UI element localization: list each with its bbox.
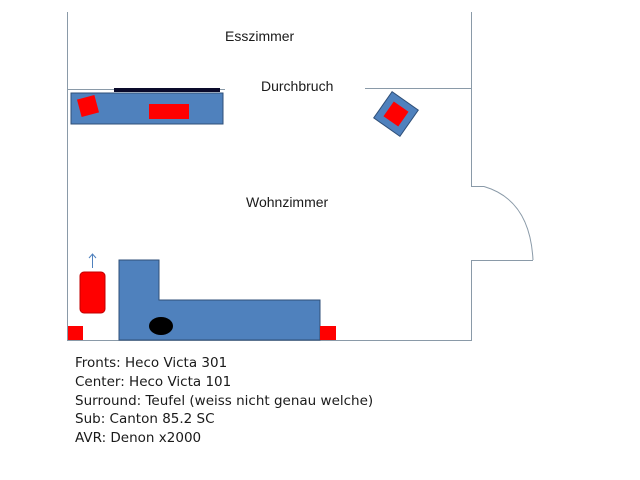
equipment-fronts: Fronts: Heco Victa 301 (75, 355, 228, 371)
equipment-surround: Surround: Teufel (weiss nicht genau welc… (75, 392, 374, 409)
arrow-up-icon (88, 253, 97, 268)
room-label-dining: Esszimmer (225, 28, 295, 44)
equipment-center: Center: Heco Victa 101 (75, 373, 232, 390)
tv (114, 88, 220, 92)
equipment-list: Fronts: Heco Victa 301 Center: Heco Vict… (75, 354, 373, 448)
equipment-sub: Sub: Canton 85.2 SC (75, 411, 215, 428)
surround-speaker-rear-right (320, 326, 336, 340)
sofa (118, 259, 321, 341)
room-label-opening: Durchbruch (261, 78, 334, 94)
door-swing-arc (483, 186, 534, 261)
front-speaker-right (373, 91, 419, 137)
equipment-avr: AVR: Denon x2000 (75, 430, 202, 447)
front-speaker-left (76, 94, 100, 118)
center-speaker (149, 104, 189, 119)
surround-speaker-rear-left (68, 326, 83, 340)
subwoofer (149, 317, 173, 335)
surround-speaker-side (79, 271, 106, 314)
room-label-living: Wohnzimmer (246, 194, 329, 210)
